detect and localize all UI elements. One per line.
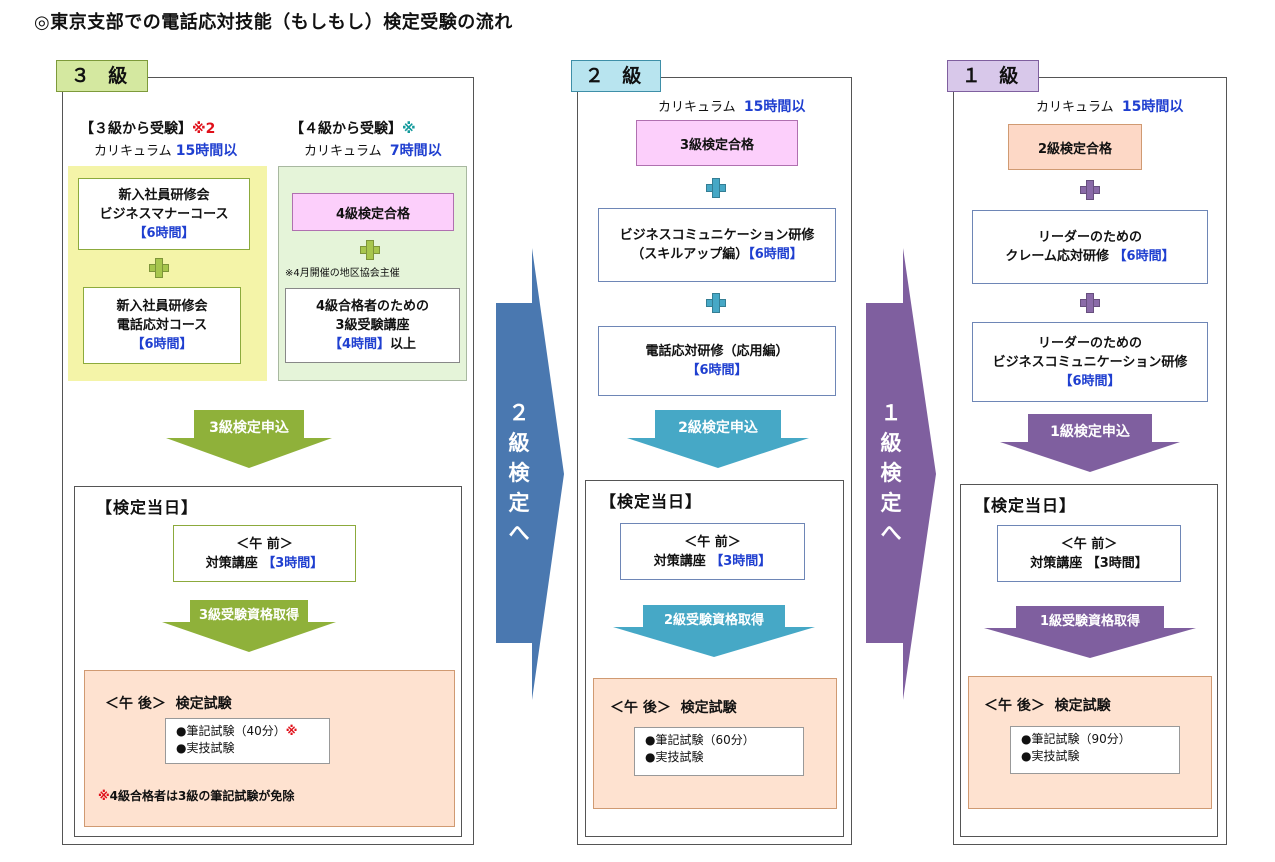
exam-item: ●筆記試験（40分）※ — [176, 724, 298, 738]
exam-item: ●実技試験 — [645, 750, 704, 764]
plus-icon — [360, 240, 380, 260]
grade3-course-business-manner: 新入社員研修会 ビジネスマナーコース 【6時間】 — [78, 178, 250, 250]
vertical-char: 検 — [508, 461, 530, 485]
vertical-char: へ — [880, 521, 902, 545]
morning-course: 対策講座 【3時間】 — [1030, 555, 1148, 571]
exam-item: ●実技試験 — [176, 741, 235, 755]
exam-item: ●実技試験 — [1021, 749, 1080, 763]
grade4-pass-box: 4級検定合格 — [292, 193, 454, 231]
arrow-label: 2級受験資格取得 — [663, 613, 765, 628]
grade3-morning-box: ＜午 前＞ 対策講座 【3時間】 — [173, 525, 356, 582]
grade1-curriculum: カリキュラム 15時間以 — [1036, 99, 1184, 115]
grade2-course-phone-advanced: 電話応対研修（応用編） 【6時間】 — [598, 326, 836, 396]
grade3-right-header: 【４級から受験】※ — [290, 121, 416, 137]
grade2-curriculum: カリキュラム 15時間以 — [658, 99, 806, 115]
to-grade2-arrow — [496, 248, 564, 700]
arrow-label: 3級受験資格取得 — [198, 608, 300, 623]
grade3-course-phone: 新入社員研修会 電話応対コース 【6時間】 — [83, 287, 241, 364]
arrow-label: 1級検定申込 — [1050, 424, 1130, 440]
course-hours: 【6時間】 — [131, 337, 193, 352]
course-line: 4級合格者のための — [315, 299, 430, 314]
course-line: 電話応対コース — [116, 318, 208, 333]
grade3-apply-arrow: 3級検定申込 — [166, 410, 332, 468]
vertical-char: 級 — [880, 431, 902, 455]
morning-label: ＜午 前＞ — [684, 534, 741, 550]
grade3-afternoon-title: ＜午 後＞ 検定試験 — [105, 696, 232, 712]
arrow-label: 1級受験資格取得 — [1039, 614, 1141, 629]
plus-icon — [706, 178, 726, 198]
vertical-char: ２ — [508, 401, 530, 425]
course-line: リーダーのための — [1037, 230, 1142, 245]
grade2-apply-arrow: 2級検定申込 — [627, 410, 809, 468]
grade3-right-note: ※4月開催の地区協会主催 — [285, 268, 400, 279]
grade2-exam-list: ●筆記試験（60分） ●実技試験 — [634, 727, 804, 776]
grade1-morning-box: ＜午 前＞ 対策講座 【3時間】 — [997, 525, 1181, 582]
course-line: 新入社員研修会 — [116, 299, 208, 314]
exam-item: ●筆記試験（90分） — [1021, 732, 1131, 746]
morning-label: ＜午 前＞ — [236, 536, 293, 552]
grade3-tab: ３ 級 — [56, 60, 148, 92]
course-line: 3級受験講座 — [335, 318, 410, 333]
grade3-exam-day-title: 【検定当日】 — [96, 498, 199, 517]
course-line: リーダーのための — [1037, 335, 1142, 351]
grade2-tab: ２ 級 — [571, 60, 661, 92]
course-line: ビジネスマナーコース — [99, 206, 229, 222]
grade3-qualify-arrow: 3級受験資格取得 — [162, 600, 336, 652]
morning-label: ＜午 前＞ — [1060, 536, 1118, 552]
grade1-course-business-comm: リーダーのための ビジネスコミュニケーション研修 【6時間】 — [972, 322, 1208, 402]
course-hours: 【6時間】 — [1059, 373, 1121, 389]
to-grade1-arrow — [866, 248, 936, 700]
to-grade2-label: ２ 級 検 定 へ — [504, 398, 534, 548]
grade3-exam-list: ●筆記試験（40分）※ ●実技試験 — [165, 718, 330, 764]
grade1-exam-day-title: 【検定当日】 — [974, 496, 1077, 515]
plus-icon — [1080, 180, 1100, 200]
course-line: ビジネスコミュニケーション研修 — [992, 354, 1188, 370]
grade2-afternoon-title: ＜午 後＞ 検定試験 — [610, 700, 737, 716]
grade2-qualify-arrow: 2級受験資格取得 — [613, 605, 815, 657]
grade2-exam-day-title: 【検定当日】 — [600, 492, 703, 511]
grade1-afternoon-title: ＜午 後＞ 検定試験 — [984, 698, 1111, 714]
exam-item: ●筆記試験（60分） — [645, 733, 755, 747]
vertical-char: １ — [880, 401, 902, 425]
grade1-course-claim: リーダーのための クレーム応対研修 【6時間】 — [972, 210, 1208, 284]
course-line: クレーム応対研修 【6時間】 — [1005, 249, 1175, 264]
grade3-pass-box: 3級検定合格 — [636, 120, 798, 166]
grade1-apply-arrow: 1級検定申込 — [1000, 414, 1180, 472]
grade3-right-curriculum: カリキュラム 7時間以 — [304, 143, 442, 159]
to-grade1-label: １ 級 検 定 へ — [876, 398, 906, 548]
plus-icon — [149, 258, 169, 278]
grade2-course-business-comm: ビジネスコミュニケーション研修 （スキルアップ編）【6時間】 — [598, 208, 836, 282]
plus-icon — [706, 293, 726, 313]
grade3-left-curriculum: カリキュラム 15時間以 — [94, 143, 238, 159]
vertical-char: 定 — [508, 491, 530, 515]
course-hours: 【6時間】 — [133, 225, 195, 241]
course-line: ビジネスコミュニケーション研修 — [619, 228, 815, 243]
grade1-exam-list: ●筆記試験（90分） ●実技試験 — [1010, 726, 1180, 774]
arrow-label: 2級検定申込 — [678, 420, 758, 436]
course-line: （スキルアップ編）【6時間】 — [631, 247, 803, 262]
vertical-char: へ — [508, 521, 530, 545]
grade2-pass-box: 2級検定合格 — [1008, 124, 1142, 170]
morning-course: 対策講座 【3時間】 — [205, 555, 324, 571]
course-hours: 【6時間】 — [686, 363, 748, 378]
course-hours: 【4時間】以上 — [328, 337, 417, 352]
course-line: 新入社員研修会 — [118, 187, 210, 203]
grade3-left-header: 【３級から受験】※2 — [80, 121, 216, 137]
course-line: 電話応対研修（応用編） — [645, 344, 789, 359]
page-title: ◎東京支部での電話応対技能（もしもし）検定受験の流れ — [34, 12, 513, 33]
arrow-label: 3級検定申込 — [209, 420, 289, 436]
vertical-char: 定 — [880, 491, 902, 515]
morning-course: 対策講座 【3時間】 — [653, 553, 772, 569]
grade1-tab: １ 級 — [947, 60, 1039, 92]
vertical-char: 級 — [508, 431, 530, 455]
grade1-qualify-arrow: 1級受験資格取得 — [984, 606, 1196, 658]
plus-icon — [1080, 293, 1100, 313]
grade2-morning-box: ＜午 前＞ 対策講座 【3時間】 — [620, 523, 805, 580]
grade3-course-prep: 4級合格者のための 3級受験講座 【4時間】以上 — [285, 288, 460, 363]
vertical-char: 検 — [880, 461, 902, 485]
grade3-footnote: ※4級合格者は3級の筆記試験が免除 — [98, 789, 295, 803]
